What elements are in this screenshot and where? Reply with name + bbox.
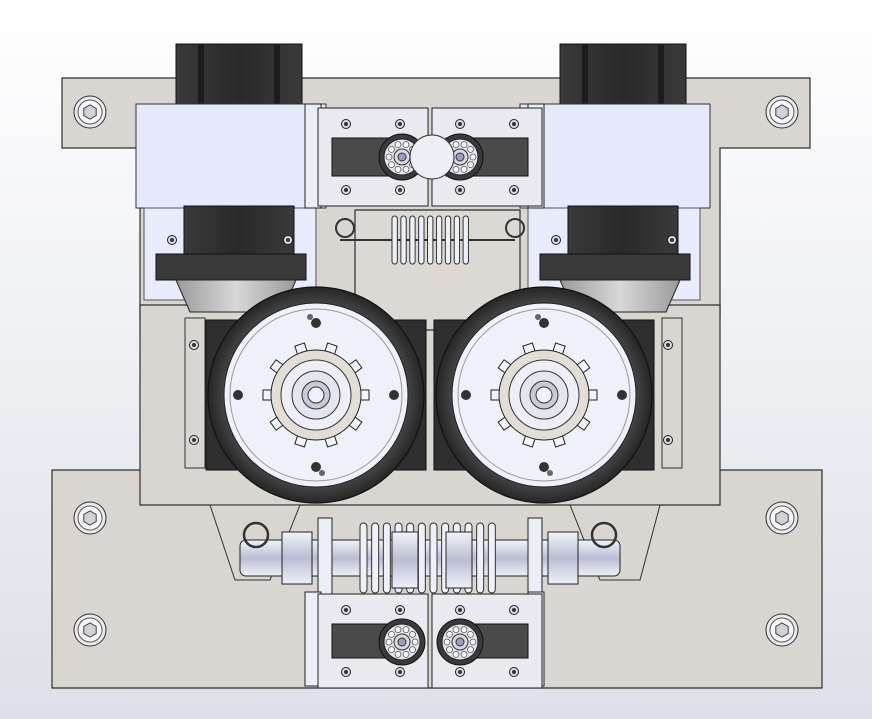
bearing-block-bottom-right [431, 593, 543, 689]
cap-screw-icon [509, 605, 519, 615]
cap-screw-icon [395, 605, 405, 615]
cap-screw-icon [341, 185, 351, 195]
bottom-bearing-housing [304, 591, 545, 689]
bearing-icon [436, 618, 484, 666]
wheel-side-plate-right [661, 317, 683, 469]
cap-screw-icon [663, 340, 673, 350]
cap-screw-icon [189, 340, 199, 350]
drive-wheel-left [205, 286, 427, 504]
bearing-icon [378, 618, 426, 666]
shaft-collar-left [281, 531, 313, 585]
wheel-side-plate-left [184, 317, 206, 469]
cap-screw-icon [509, 119, 519, 129]
spring-hook-right [505, 218, 525, 238]
coil-spring-icon [391, 215, 469, 265]
eye-bolt-left [242, 521, 270, 549]
bearing-block-top-right [431, 107, 543, 207]
spring-retainer [445, 531, 473, 589]
cap-screw-icon [551, 235, 561, 245]
lower-tension-assembly [209, 504, 661, 601]
cap-screw-icon [455, 667, 465, 677]
cap-screw-icon [509, 667, 519, 677]
spring-retainer [391, 531, 419, 589]
cap-screw-icon [455, 119, 465, 129]
vertical-plate-left [317, 517, 333, 601]
center-idler [409, 134, 455, 180]
top-bearing-housing [304, 103, 545, 209]
cap-screw-icon [663, 435, 673, 445]
cap-screw-icon [667, 235, 677, 245]
hex-socket-bolt-icon [73, 95, 107, 129]
mounting-bolts [73, 95, 799, 647]
cap-screw-icon [455, 185, 465, 195]
hex-socket-bolt-icon [73, 613, 107, 647]
hex-socket-bolt-icon [765, 501, 799, 535]
top-tension-spring [335, 215, 525, 265]
shaft-collar-right [547, 531, 579, 585]
cap-screw-icon [341, 119, 351, 129]
cap-screw-icon [455, 605, 465, 615]
cap-screw-icon [341, 605, 351, 615]
cap-screw-icon [189, 435, 199, 445]
drive-wheels [184, 286, 683, 504]
cap-screw-icon [395, 667, 405, 677]
cap-screw-icon [167, 235, 177, 245]
stepper-motors [135, 43, 711, 313]
cap-screw-icon [395, 185, 405, 195]
cap-screw-icon [283, 235, 293, 245]
cap-screw-icon [509, 185, 519, 195]
eye-bolt-right [590, 521, 618, 549]
hex-socket-bolt-icon [73, 501, 107, 535]
vertical-plate-right [527, 517, 543, 601]
drive-wheel-right [433, 286, 655, 504]
stepper-motor-icon [135, 43, 327, 313]
cap-screw-icon [341, 667, 351, 677]
bearing-block-bottom-left [317, 593, 429, 689]
spring-hook-left [335, 218, 355, 238]
hex-socket-bolt-icon [765, 613, 799, 647]
cap-screw-icon [395, 119, 405, 129]
stepper-motor-icon [519, 43, 711, 313]
hex-socket-bolt-icon [765, 95, 799, 129]
